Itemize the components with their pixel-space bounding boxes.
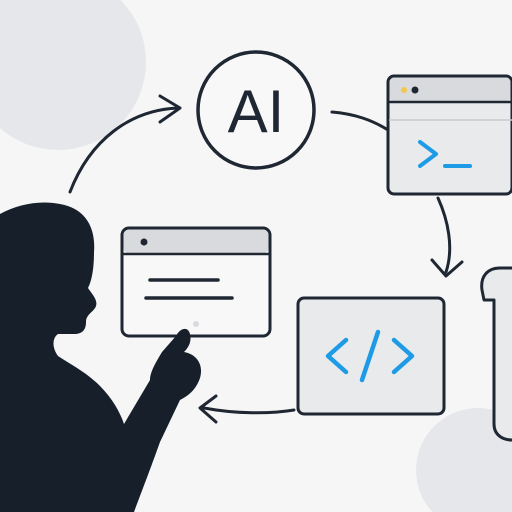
arrowhead-code-to-form <box>198 394 218 424</box>
arrowhead-person-to-ai <box>158 94 182 124</box>
person-silhouette <box>0 202 202 512</box>
bg-blob-top-left <box>0 0 146 150</box>
bg-blob-bottom-right <box>416 408 512 512</box>
terminal-icon <box>418 140 472 168</box>
arrow-terminal-down <box>436 196 452 274</box>
arrow-person-to-ai <box>68 106 180 194</box>
form-dot <box>140 238 148 246</box>
form-title-bar <box>123 229 269 254</box>
terminal-dot-yellow <box>401 87 407 93</box>
terminal-window <box>386 74 512 196</box>
text-lines-icon <box>144 278 234 300</box>
line-ai-to-terminal <box>330 110 390 132</box>
device-partial <box>480 266 512 442</box>
arrowhead-terminal-down <box>430 258 464 278</box>
code-icon <box>325 329 415 383</box>
terminal-title-bar <box>389 77 511 102</box>
ai-badge: AI <box>196 50 316 170</box>
code-window <box>296 296 446 416</box>
arrow-code-to-form <box>202 406 296 415</box>
fingertip-highlight <box>193 321 199 327</box>
form-window <box>120 226 272 338</box>
ai-badge-label: AI <box>228 78 285 145</box>
terminal-dot-dark <box>411 86 419 94</box>
